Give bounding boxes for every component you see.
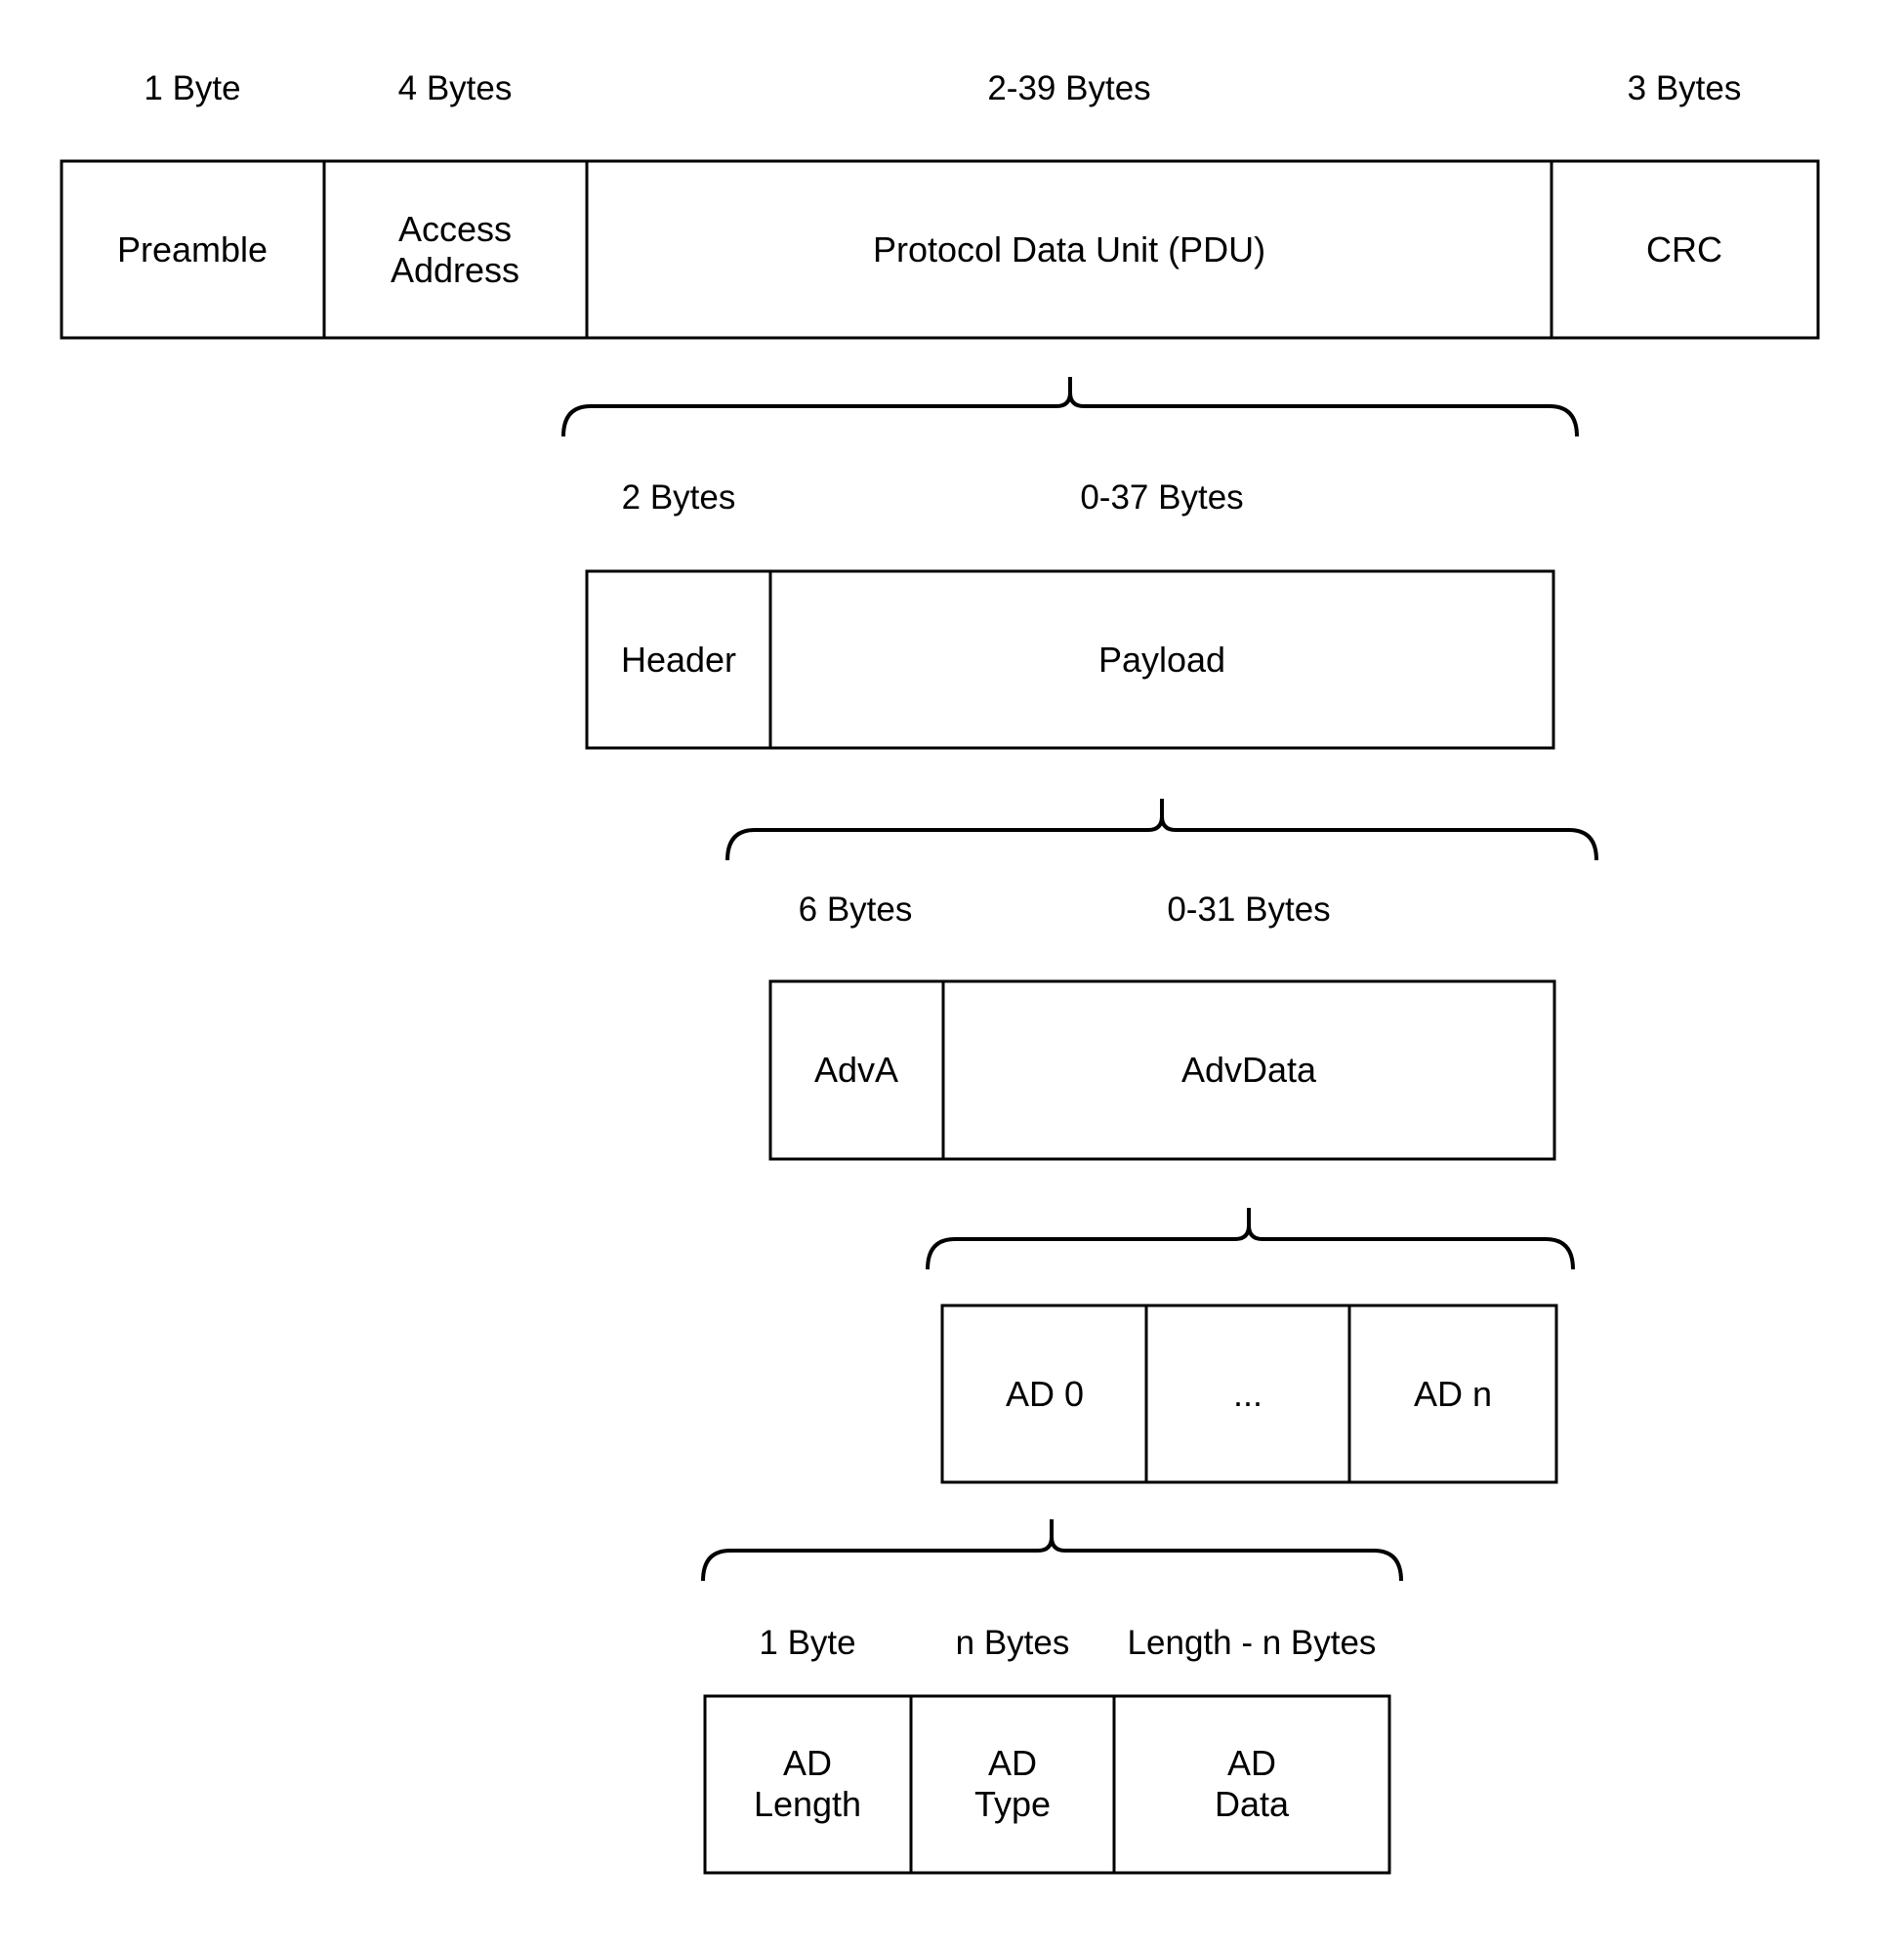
packet-box <box>60 159 1820 340</box>
cell-ad-data-line2: Data <box>1215 1784 1290 1824</box>
cell-ad-length-line2: Length <box>754 1784 861 1824</box>
advdata-box <box>940 1304 1558 1484</box>
size-label-adva: 6 Bytes <box>799 891 913 929</box>
cell-access-address-line1: Access <box>398 209 512 249</box>
cell-adn: AD n <box>1414 1374 1492 1414</box>
size-label-ad-length: 1 Byte <box>759 1624 855 1662</box>
payload-box <box>768 979 1556 1161</box>
brace-payload-expansion <box>725 799 1598 861</box>
size-label-preamble: 1 Byte <box>144 69 240 107</box>
cell-adva: AdvA <box>814 1050 898 1090</box>
cell-ad-type-line1: AD <box>988 1743 1037 1783</box>
size-label-ad-data: Length - n Bytes <box>1128 1624 1377 1662</box>
pdu-box <box>585 569 1555 750</box>
size-label-crc: 3 Bytes <box>1628 69 1742 107</box>
cell-crc: CRC <box>1646 229 1722 269</box>
payload-row: 6 Bytes 0-31 Bytes AdvA AdvData <box>768 891 1556 1161</box>
packet-row: 1 Byte 4 Bytes 2-39 Bytes 3 Bytes Preamb… <box>60 69 1820 340</box>
cell-ellipsis: ... <box>1233 1374 1262 1414</box>
cell-ad0: AD 0 <box>1006 1374 1084 1414</box>
cell-preamble: Preamble <box>117 229 268 269</box>
pdu-row: 2 Bytes 0-37 Bytes Header Payload <box>585 478 1555 750</box>
cell-pdu: Protocol Data Unit (PDU) <box>873 229 1265 269</box>
ad-structure-box <box>703 1694 1391 1875</box>
ad-structure-row: 1 Byte n Bytes Length - n Bytes AD Lengt… <box>703 1624 1391 1875</box>
size-label-access-address: 4 Bytes <box>398 69 513 107</box>
size-label-header: 2 Bytes <box>622 478 736 517</box>
cell-ad-type-line2: Type <box>974 1784 1051 1824</box>
brace-advdata-expansion <box>926 1208 1575 1270</box>
advdata-row: AD 0 ... AD n <box>940 1304 1558 1484</box>
cell-payload: Payload <box>1098 640 1225 680</box>
size-label-ad-type: n Bytes <box>956 1624 1070 1662</box>
cell-ad-length-line1: AD <box>783 1743 832 1783</box>
cell-ad-data-line1: AD <box>1227 1743 1276 1783</box>
cell-header: Header <box>621 640 736 680</box>
cell-access-address-line2: Address <box>391 250 519 290</box>
brace-ad0-expansion <box>701 1519 1403 1582</box>
cell-advdata: AdvData <box>1181 1050 1317 1090</box>
brace-pdu-expansion <box>561 377 1579 437</box>
size-label-pdu: 2-39 Bytes <box>987 69 1150 107</box>
size-label-advdata: 0-31 Bytes <box>1167 891 1330 929</box>
size-label-payload: 0-37 Bytes <box>1080 478 1243 517</box>
